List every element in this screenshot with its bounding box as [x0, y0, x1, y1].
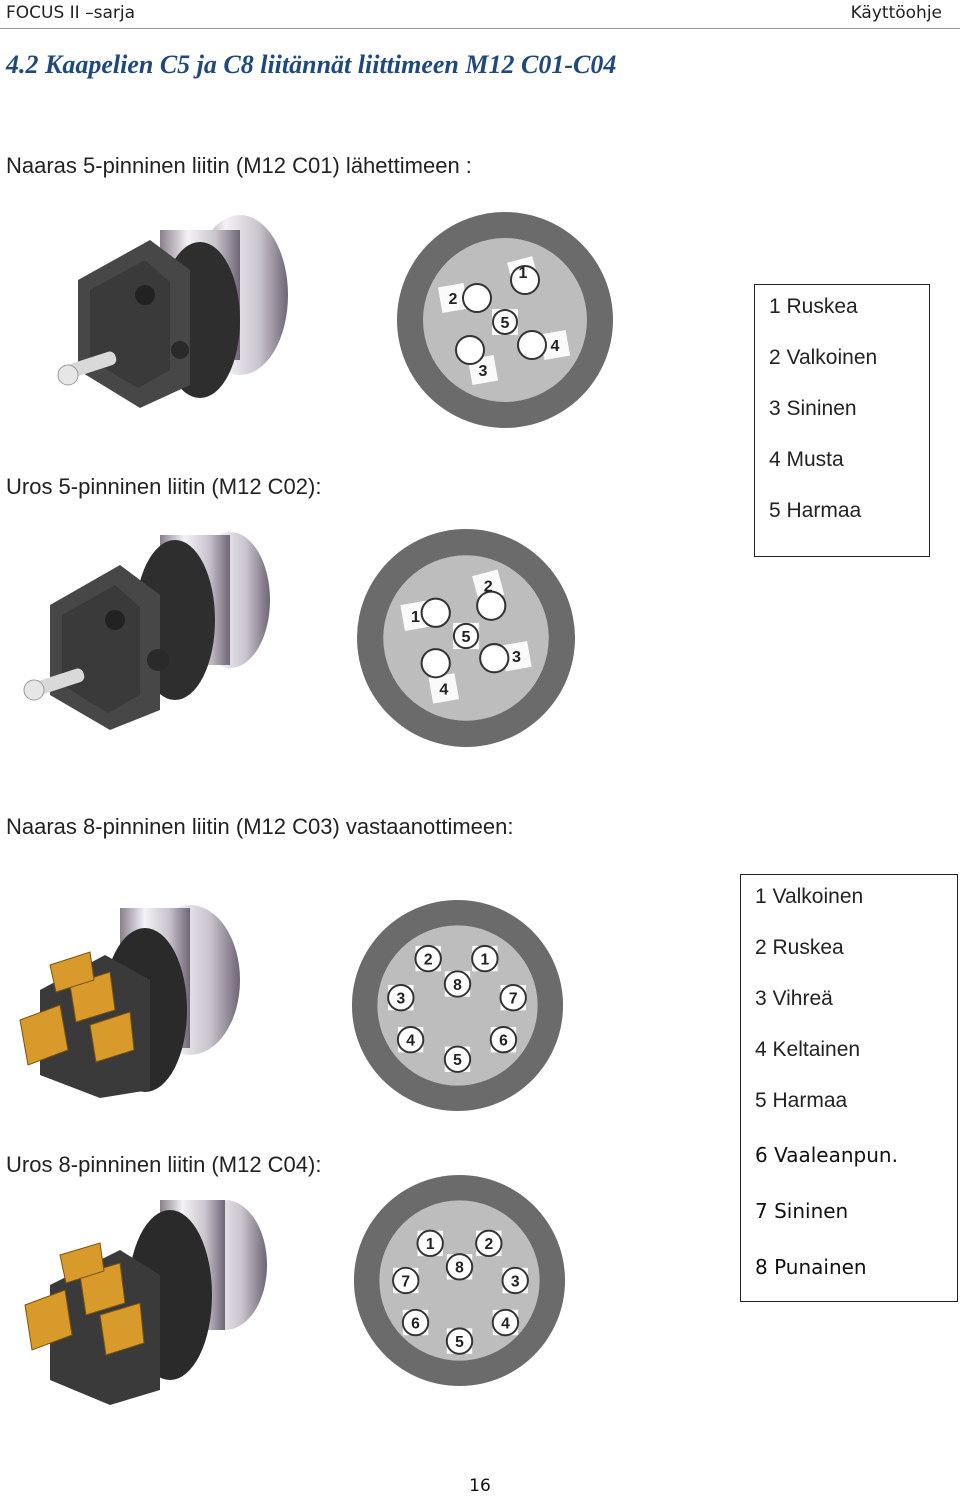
male-8pin-pin-number: 6 [411, 1315, 420, 1332]
male-8pin-pin: 5 [445, 1327, 474, 1355]
section-title: 4.2 Kaapelien C5 ja C8 liitännät liittim… [6, 50, 617, 79]
male-8pin-pin-number: 4 [501, 1315, 510, 1332]
female-8pin-face-diagram: 1 2 3 4 5 6 7 8 [351, 899, 564, 1112]
legend-item: 5 Harmaa [769, 499, 862, 522]
legend-item: 4 Keltainen [755, 1038, 861, 1061]
female-8pin-pin: 1 [471, 944, 499, 973]
legend-item: 2 Ruskea [755, 936, 844, 959]
female-8pin-pin-number: 1 [481, 951, 490, 968]
female-8pin-pin: 2 [414, 944, 442, 973]
male-5pin-pin: 5 [452, 622, 480, 650]
female-5pin-pin: 5 [492, 309, 518, 335]
male-5pin-label: Uros 5-pinninen liitin (M12 C02): [6, 474, 322, 499]
male-8pin-pin: 6 [401, 1308, 430, 1337]
female-8pin-label: Naaras 8-pinninen liitin (M12 C03) vasta… [6, 814, 514, 839]
male-8pin-pin: 1 [416, 1229, 444, 1258]
female-8pin-pin-number: 4 [406, 1033, 415, 1050]
male-5pin-pin: 3 [479, 640, 532, 674]
female-8pin-pin-number: 6 [499, 1033, 508, 1050]
male-8pin-connector-image [24, 1200, 267, 1405]
male-8pin-pin: 8 [445, 1253, 474, 1281]
female-5pin-pin: 2 [437, 282, 492, 314]
male-8pin-pin-number: 3 [511, 1273, 520, 1290]
female-8pin-pin-number: 7 [509, 991, 518, 1008]
female-8pin-pin: 6 [489, 1026, 518, 1054]
female-8pin-pin-number: 3 [396, 991, 405, 1008]
page-number: 16 [469, 1476, 491, 1496]
female-8pin-pin-number: 8 [453, 977, 462, 994]
legend-5pin-colors: 1 Ruskea 2 Valkoinen 3 Sininen 4 Musta 5… [754, 284, 930, 557]
legend-item: 2 Valkoinen [769, 346, 878, 369]
male-5pin-pin: 2 [472, 569, 507, 621]
male-5pin-pin-number: 1 [411, 608, 420, 626]
female-8pin-pin: 7 [499, 984, 527, 1012]
male-5pin-pin-number: 2 [484, 578, 493, 596]
legend-8pin-colors: 1 Valkoinen 2 Ruskea 3 Vihreä 4 Keltaine… [740, 874, 958, 1302]
legend-item: 3 Vihreä [755, 987, 833, 1010]
female-5pin-pin-number: 2 [449, 291, 458, 308]
male-8pin-pin-number: 1 [426, 1236, 435, 1253]
female-5pin-pin-number: 5 [501, 315, 510, 332]
male-8pin-pin: 2 [475, 1229, 503, 1258]
legend-item: 3 Sininen [769, 397, 857, 420]
female-5pin-pin: 4 [517, 329, 571, 361]
female-5pin-connector-image [57, 215, 288, 408]
female-5pin-pin-number: 4 [551, 338, 560, 355]
legend-item: 1 Ruskea [769, 295, 858, 318]
male-8pin-label: Uros 8-pinninen liitin (M12 C04): [6, 1152, 322, 1177]
female-5pin-pin: 1 [507, 256, 540, 295]
female-5pin-pin: 3 [455, 335, 499, 386]
male-8pin-pin: 4 [491, 1308, 520, 1337]
male-8pin-pin-number: 7 [401, 1273, 410, 1290]
legend-item: 4 Musta [769, 448, 844, 471]
male-8pin-pin: 7 [392, 1266, 420, 1295]
male-8pin-face-diagram: 1 2 3 4 5 6 7 8 [353, 1174, 566, 1387]
female-8pin-connector-image [19, 905, 240, 1098]
male-5pin-pin: 4 [420, 648, 459, 704]
female-8pin-pin: 8 [443, 970, 472, 998]
male-8pin-pin-number: 2 [484, 1236, 493, 1253]
female-5pin-face-diagram: 1 2 3 4 5 [397, 212, 613, 428]
legend-item: 7 Sininen [755, 1199, 849, 1223]
male-5pin-pin: 1 [400, 597, 451, 631]
legend-item: 5 Harmaa [755, 1089, 848, 1112]
male-5pin-pin-number: 5 [462, 628, 471, 646]
header-doc-title: FOCUS II –sarja [6, 3, 136, 23]
female-5pin-pin-number: 3 [479, 363, 488, 380]
header-divider [0, 28, 960, 29]
male-5pin-pin-number: 3 [512, 648, 521, 666]
legend-item: 6 Vaaleanpun. [755, 1143, 898, 1167]
legend-item: 1 Valkoinen [755, 885, 864, 908]
male-5pin-connector-image [23, 532, 270, 730]
male-8pin-pin: 3 [501, 1266, 529, 1295]
female-8pin-pin: 3 [387, 984, 415, 1012]
female-5pin-pin-number: 1 [519, 265, 528, 282]
male-5pin-face-diagram: 1 2 3 4 5 [357, 529, 575, 747]
female-8pin-pin-number: 2 [424, 951, 433, 968]
female-8pin-pin: 5 [443, 1045, 472, 1073]
male-8pin-pin-number: 8 [455, 1260, 464, 1277]
female-8pin-pin-number: 5 [453, 1052, 462, 1069]
female-8pin-pin: 4 [396, 1026, 425, 1054]
header-manual-label: Käyttöohje [850, 3, 942, 23]
legend-item: 8 Punainen [755, 1255, 867, 1279]
male-8pin-pin-number: 5 [455, 1334, 464, 1351]
male-5pin-pin-number: 4 [439, 681, 448, 699]
female-5pin-label: Naaras 5-pinninen liitin (M12 C01) lähet… [6, 153, 472, 178]
